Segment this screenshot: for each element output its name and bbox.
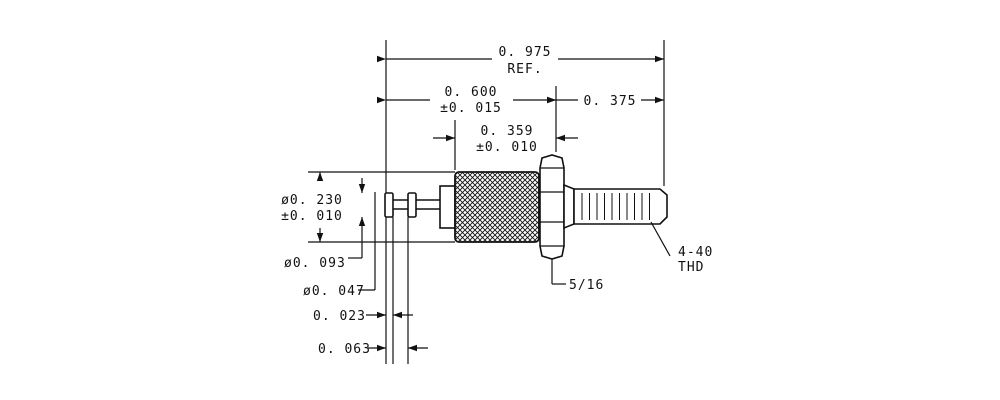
dim-thread-label: THD — [678, 260, 704, 275]
dim-gap023-value: 0. 023 — [313, 309, 366, 324]
extension-lines — [308, 40, 665, 364]
dim-dia093: ø0. 093 — [284, 178, 366, 271]
dim-dia230-value: ø0. 230 — [281, 193, 343, 208]
dim-359-tolerance: ±0. 010 — [476, 140, 538, 155]
dim-thread-leader — [650, 221, 671, 257]
dim-375: 0. 375 — [547, 94, 664, 109]
hex-nut — [539, 154, 565, 260]
shoulder — [439, 185, 456, 229]
dim-overall-value: 0. 975 — [499, 45, 552, 60]
dim-359: 0. 359 ±0. 010 — [433, 124, 578, 155]
dim-dia230: ø0. 230 ±0. 010 — [281, 172, 343, 242]
dim-gap063: 0. 063 — [318, 342, 428, 357]
dim-359-value: 0. 359 — [481, 124, 534, 139]
dim-gap063-value: 0. 063 — [318, 342, 371, 357]
dim-dia230-tolerance: ±0. 010 — [281, 209, 343, 224]
dim-dia047-value: ø0. 047 — [303, 284, 365, 299]
dim-dia093-value: ø0. 093 — [284, 256, 346, 271]
dim-thread: 4-40 THD — [650, 221, 713, 275]
thread-lines — [581, 193, 650, 220]
dim-600: 0. 600 ±0. 015 — [377, 85, 556, 116]
dim-600-value: 0. 600 — [445, 85, 498, 100]
collar-1 — [384, 192, 394, 218]
dim-hex-value: 5/16 — [569, 278, 604, 293]
knurled-body — [454, 171, 540, 243]
dim-hex: 5/16 — [551, 259, 604, 293]
dim-thread-size: 4-40 — [678, 245, 713, 260]
dim-gap023: 0. 023 — [313, 309, 413, 324]
dim-dia047: ø0. 047 — [303, 284, 375, 299]
dim-600-tolerance: ±0. 015 — [440, 101, 502, 116]
dim-overall-ref: REF. — [507, 62, 542, 77]
dim-overall: 0. 975 REF. — [377, 45, 664, 77]
dim-375-value: 0. 375 — [584, 94, 637, 109]
threaded-stud — [573, 188, 668, 225]
collar-2 — [407, 192, 417, 218]
terminal-part — [384, 154, 668, 260]
stud-neck — [563, 183, 575, 230]
